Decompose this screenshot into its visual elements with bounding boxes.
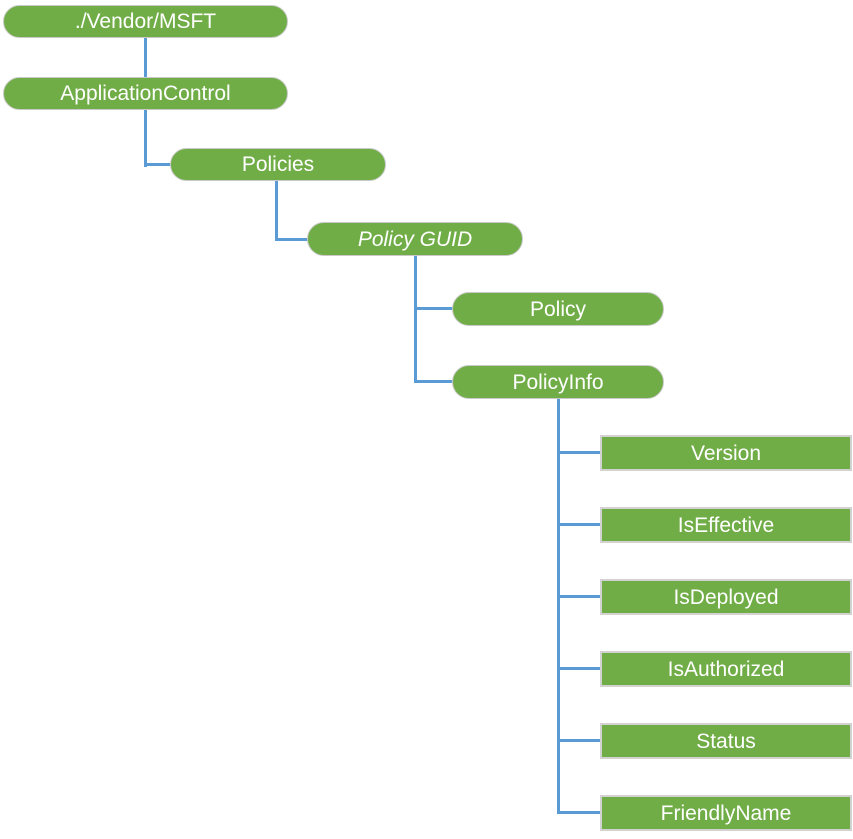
connector-applicationcontrol-to-policies-vertical <box>144 110 147 167</box>
node-policy-info: PolicyInfo <box>452 365 664 399</box>
node-status: Status <box>600 723 852 759</box>
connector-policyinfo-to-friendlyname <box>557 811 601 814</box>
connector-policies-to-policyguid-vertical <box>275 181 278 241</box>
node-version: Version <box>600 435 852 471</box>
node-is-authorized: IsAuthorized <box>600 651 852 687</box>
node-policy-guid: Policy GUID <box>307 222 523 256</box>
connector-vendor-to-applicationcontrol <box>144 37 147 78</box>
connector-policyguid-to-policyinfo <box>414 380 453 383</box>
node-vendor-msft: ./Vendor/MSFT <box>3 5 288 38</box>
connector-policies-to-policyguid-horizontal <box>275 238 308 241</box>
node-friendly-name: FriendlyName <box>600 795 852 831</box>
connector-policyinfo-to-status <box>557 739 601 742</box>
node-policies: Policies <box>170 148 386 181</box>
connector-policyguid-to-policy <box>414 307 453 310</box>
connector-policyinfo-to-isdeployed <box>557 595 601 598</box>
node-policy: Policy <box>452 292 664 326</box>
connector-policyinfo-to-version <box>557 451 601 454</box>
node-is-deployed: IsDeployed <box>600 579 852 615</box>
node-is-effective: IsEffective <box>600 507 852 543</box>
connector-policyinfo-to-isauthorized <box>557 667 601 670</box>
connector-policyinfo-to-iseffective <box>557 523 601 526</box>
connector-applicationcontrol-to-policies-horizontal <box>144 163 171 166</box>
connector-policyinfo-trunk <box>557 399 560 814</box>
node-application-control: ApplicationControl <box>3 77 288 110</box>
connector-policyguid-trunk <box>414 256 417 383</box>
